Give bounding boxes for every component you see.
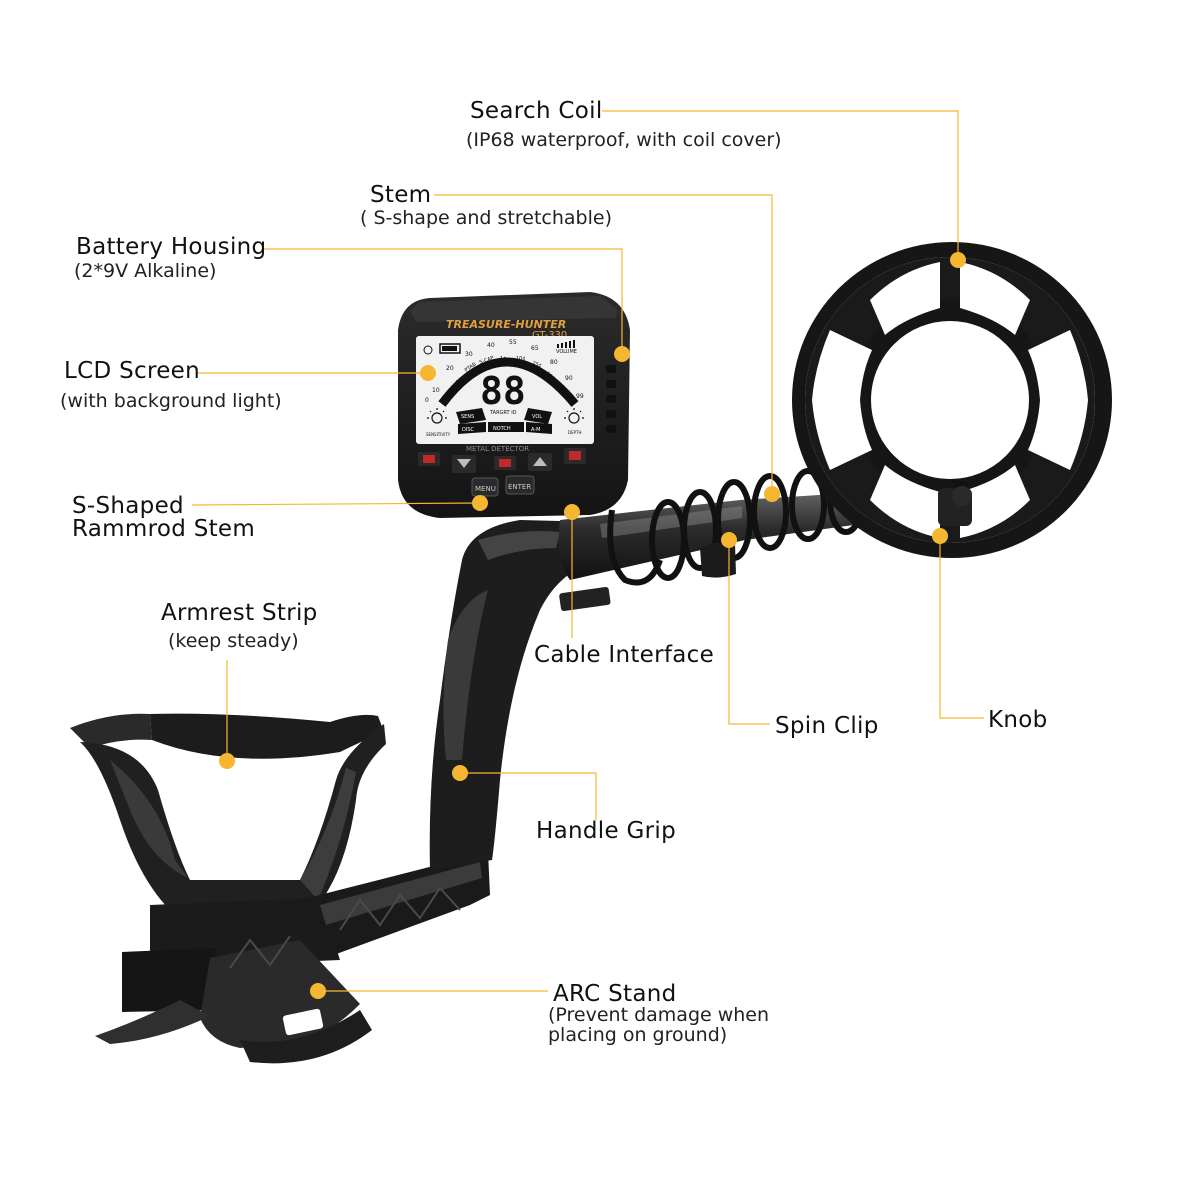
lcd-scale-5: 55: [509, 339, 517, 346]
lcd-depth: DEPTH: [568, 430, 581, 435]
battery-housing-label: Battery Housing: [76, 234, 267, 260]
lcd-seg-7: 50¢: [545, 371, 556, 382]
search-coil-sublabel: (IP68 waterproof, with coil cover): [466, 129, 782, 151]
lcd-seg-4: 1¢: [500, 356, 506, 362]
stem-label: Stem: [370, 182, 432, 208]
arc-stand: [95, 852, 490, 1064]
arrow-down-icon: [457, 459, 471, 468]
lcd-disc: DISC: [462, 427, 474, 433]
rammrod-stem-label: Rammrod Stem: [72, 516, 256, 542]
lcd-seg-6: 25¢: [531, 360, 542, 369]
lcd-scale-7: 80: [550, 359, 558, 366]
lcd-notch: NOTCH: [493, 426, 511, 432]
stem-sublabel: ( S-shape and stretchable): [360, 207, 612, 229]
svg-text:MENU: MENU: [475, 485, 496, 493]
s-shaped-label: S-Shaped: [72, 493, 184, 519]
lcd-digits: 88: [480, 369, 526, 413]
callout-dots: [219, 252, 966, 999]
lcd-target-id: TARGRT ID: [489, 410, 517, 416]
lcd-scale-6: 65: [531, 345, 539, 352]
handle-grip-label: Handle Grip: [536, 818, 676, 844]
center-button[interactable]: [494, 456, 516, 470]
lcd-am: A-M: [531, 427, 540, 433]
lcd-scale-0: 0: [425, 397, 429, 404]
menu-button[interactable]: MENU: [471, 477, 499, 497]
lcd-screen-sublabel: (with background light): [60, 390, 282, 412]
search-coil: [792, 242, 1112, 558]
armrest-strip-label: Armrest Strip: [161, 600, 318, 626]
lcd-volume: VOLUME: [556, 349, 577, 355]
svg-text:ENTER: ENTER: [508, 483, 531, 491]
sun-icon: [564, 408, 584, 424]
lcd-seg-3: S-CAP: [479, 355, 495, 366]
battery-housing-sublabel: (2*9V Alkaline): [74, 260, 217, 282]
lcd-seg-0: IRON: [447, 383, 459, 397]
arc-stand-sublabel-2: placing on ground): [548, 1024, 728, 1046]
lcd-screen: 0 10 20 30 40 55 65 80 90 99 IRON 5¢ PTA…: [416, 336, 594, 444]
lcd-screen-label: LCD Screen: [64, 358, 200, 384]
lcd-scale-8: 90: [565, 375, 573, 382]
handle-grip: [429, 520, 600, 870]
lcd-sens: SENS: [461, 414, 474, 420]
arc-stand-sublabel-1: (Prevent damage when: [548, 1004, 770, 1026]
down-button[interactable]: [452, 455, 476, 473]
search-coil-label: Search Coil: [470, 98, 603, 124]
leader-lines: [191, 110, 984, 992]
enter-button[interactable]: ENTER: [505, 475, 535, 495]
lcd-scale-1: 10: [432, 387, 440, 394]
spin-clip: [700, 542, 736, 578]
lcd-seg-1: 5¢: [455, 377, 464, 386]
lcd-scale-4: 40: [487, 342, 495, 349]
power-button[interactable]: [418, 452, 440, 466]
up-button[interactable]: [528, 453, 552, 471]
lcd-scale-2: 20: [446, 365, 454, 372]
armrest: [70, 713, 386, 910]
lcd-seg-8: $1: [554, 384, 563, 393]
spin-clip-label: Spin Clip: [775, 713, 879, 739]
metal-detector-text: METAL DETECTOR: [466, 445, 529, 453]
lcd-vol: VOL: [532, 414, 542, 420]
control-box: TREASURE-HUNTER GT-330 0 10 20 30 40 55: [398, 292, 630, 518]
lcd-sensitivity: SENSITIVITY: [426, 432, 451, 437]
brand-text: TREASURE-HUNTER: [446, 318, 566, 331]
knob-label: Knob: [988, 707, 1048, 733]
model-text: GT-330: [532, 330, 567, 341]
sun-icon: [427, 408, 447, 424]
arc-stand-label: ARC Stand: [553, 981, 677, 1007]
armrest-strip-sublabel: (keep steady): [168, 630, 299, 652]
light-button[interactable]: [564, 448, 586, 464]
lcd-seg-5: 10¢: [516, 356, 526, 362]
lcd-scale-3: 30: [465, 351, 473, 358]
arrow-up-icon: [533, 457, 547, 466]
cable-interface-label: Cable Interface: [534, 642, 715, 668]
lcd-scale-9: 99: [576, 393, 584, 400]
